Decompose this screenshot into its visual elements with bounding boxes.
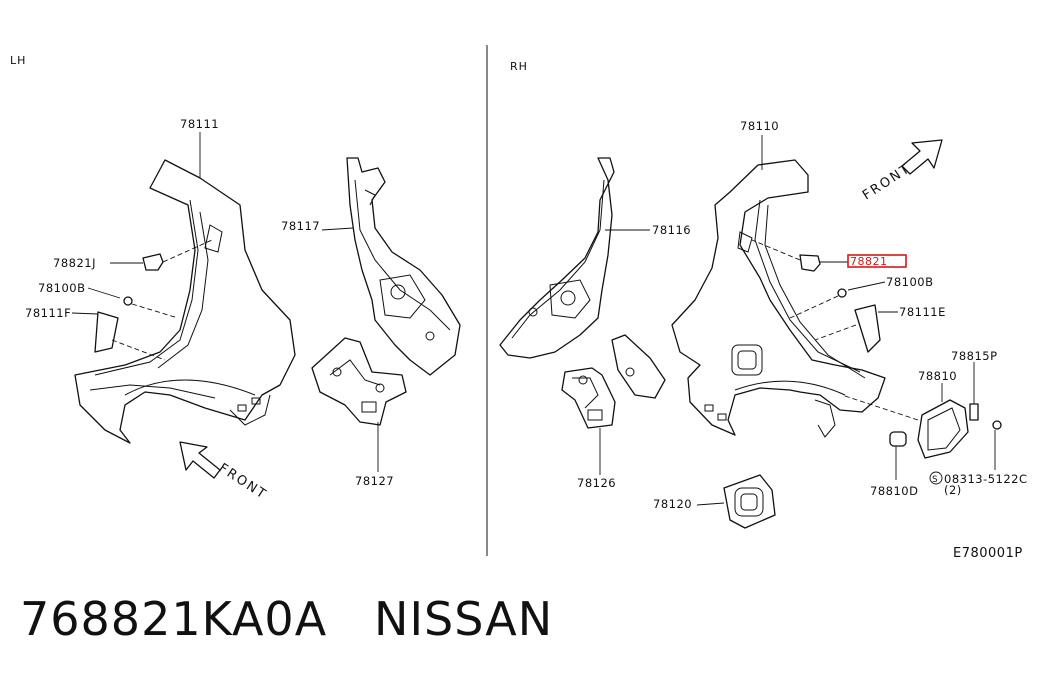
drawing-code: E780001P	[953, 546, 1023, 560]
front-arrow-rh: FRONT	[860, 139, 943, 203]
side-label-rh: RH	[510, 60, 528, 73]
label-78111e: 78111E	[899, 305, 946, 319]
label-08313-5122c: 08313-5122C	[944, 472, 1028, 486]
rear-fender-panel-rh	[671, 159, 886, 438]
label-78815p: 78815P	[951, 349, 998, 363]
front-arrow-lh: FRONT	[179, 441, 270, 503]
label-78810: 78810	[918, 369, 957, 383]
label-78111f: 78111F	[25, 306, 71, 320]
parts-diagram: LH RH 78111 78821J 78100B 78111F	[10, 45, 1028, 560]
inner-panel-78117	[346, 157, 461, 376]
screw-08313-5122c: S	[929, 420, 1002, 485]
label-78127: 78127	[355, 474, 394, 488]
label-78120: 78120	[653, 497, 692, 511]
label-78810d: 78810D	[870, 484, 918, 498]
label-78821j: 78821J	[53, 256, 96, 270]
label-78100b-lh: 78100B	[38, 281, 85, 295]
inner-panel-78116	[499, 157, 615, 359]
bracket-78126	[561, 367, 616, 429]
label-08313-qty: (2)	[944, 483, 962, 497]
caption: 768821KA0A NISSAN	[20, 596, 553, 642]
filler-housing-78120	[696, 474, 776, 529]
side-label-lh: LH	[10, 54, 26, 67]
label-78117: 78117	[281, 219, 320, 233]
label-78100b-rh: 78100B	[886, 275, 933, 289]
label-78126: 78126	[577, 476, 616, 490]
caption-gap	[327, 592, 374, 646]
screw-78100b-lh	[87, 287, 179, 319]
screw-78100b-rh	[789, 281, 886, 319]
label-78110: 78110	[740, 119, 779, 133]
caption-brand: NISSAN	[374, 592, 554, 646]
label-08313-prefix: S	[932, 475, 938, 485]
highlighted-part-box	[847, 254, 907, 268]
label-78821-highlighted: 78821	[850, 255, 888, 268]
bracket-78111e	[814, 304, 898, 353]
clip-78821j	[110, 239, 213, 271]
front-label-rh: FRONT	[860, 161, 914, 203]
label-78111: 78111	[180, 117, 219, 131]
bracket-rh-small	[611, 334, 666, 399]
rear-fender-panel-lh	[74, 159, 296, 444]
bumper-78810d	[889, 431, 907, 480]
label-78116: 78116	[652, 223, 691, 237]
hinge-78815p	[969, 362, 979, 421]
front-label-lh: FRONT	[216, 461, 270, 503]
bracket-78127	[311, 337, 407, 426]
bracket-78111f	[71, 311, 166, 361]
clip-78821: 78821	[751, 239, 907, 272]
caption-part-number: 768821KA0A	[20, 592, 328, 646]
fuel-filler-door-78810	[841, 383, 969, 459]
